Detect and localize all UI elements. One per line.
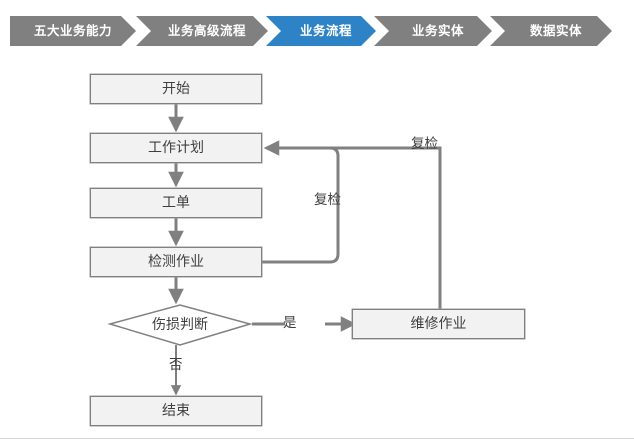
node-start-label: 开始	[162, 81, 190, 97]
edge-label-no: 否	[169, 357, 183, 373]
node-damage-decision-label: 伤损判断	[152, 317, 208, 333]
breadcrumb-item-4-label: 业务实体	[411, 22, 464, 38]
node-start[interactable]: 开始	[90, 74, 262, 104]
breadcrumb-item-1-label: 五大业务能力	[33, 22, 112, 38]
node-repair-task[interactable]: 维修作业	[352, 309, 525, 339]
breadcrumb: 五大业务能力 业务高级流程 业务流程 业务实体 数据实体	[0, 0, 634, 62]
node-work-plan[interactable]: 工作计划	[90, 133, 262, 163]
edge-label-recheck-inner: 复检	[314, 192, 341, 208]
breadcrumb-item-5-label: 数据实体	[529, 22, 582, 38]
edge-recheck-outer	[268, 146, 442, 309]
flowchart-connectors	[107, 104, 442, 396]
breadcrumb-item-5[interactable]: 数据实体	[490, 16, 612, 46]
node-work-order[interactable]: 工单	[90, 188, 262, 218]
node-end-label: 结束	[162, 403, 190, 419]
breadcrumb-item-2-label: 业务高级流程	[167, 22, 246, 38]
breadcrumb-item-3[interactable]: 业务流程	[266, 16, 376, 46]
node-repair-task-label: 维修作业	[410, 316, 467, 332]
node-work-order-label: 工单	[162, 195, 190, 211]
decision-diamond-shape	[107, 304, 253, 346]
breadcrumb-item-2[interactable]: 业务高级流程	[136, 16, 268, 46]
node-work-plan-label: 工作计划	[148, 140, 204, 156]
edge-label-yes: 是	[283, 315, 297, 331]
edge-label-recheck-outer: 复检	[411, 136, 438, 152]
breadcrumb-item-3-label: 业务流程	[299, 22, 352, 38]
breadcrumb-item-1[interactable]: 五大业务能力	[10, 16, 136, 46]
node-inspection-task[interactable]: 检测作业	[90, 247, 262, 277]
node-damage-decision[interactable]: 伤损判断	[110, 305, 250, 345]
flowchart-canvas: 开始 工作计划 工单 检测作业 伤损判断 维修作业 结束 是 否 复检 复检	[0, 62, 634, 438]
node-end[interactable]: 结束	[90, 396, 262, 426]
breadcrumb-item-4[interactable]: 业务实体	[374, 16, 492, 46]
node-inspection-task-label: 检测作业	[148, 254, 204, 270]
